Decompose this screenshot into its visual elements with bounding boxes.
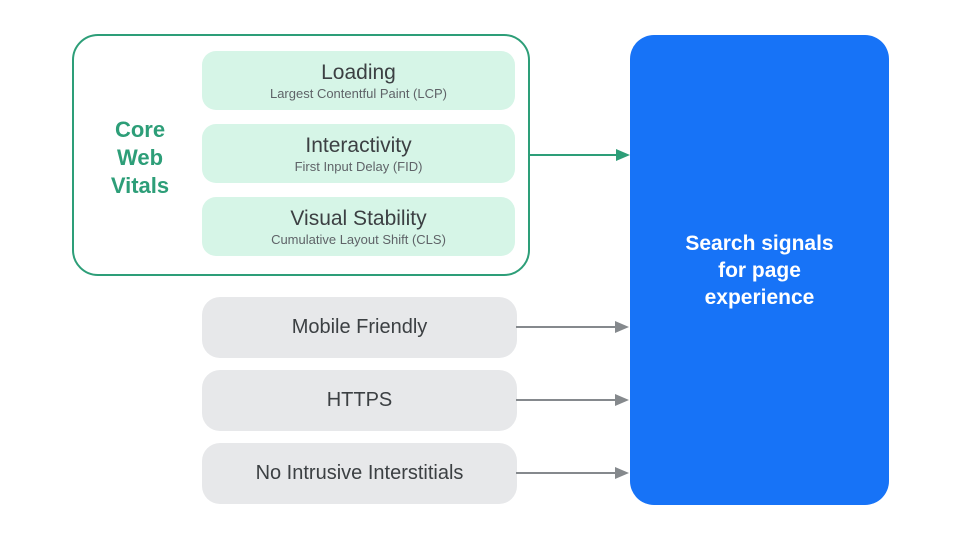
metric-title-loading: Loading [321,60,396,84]
core-web-vitals-label: Core Web Vitals [110,117,170,198]
signal-box-https: HTTPS [202,370,517,431]
metric-box-loading: Loading Largest Contentful Paint (LCP) [202,51,515,110]
arrow-right-icon-core-web-vitals [530,149,630,161]
metric-title-interactivity: Interactivity [305,133,412,157]
signal-label-https: HTTPS [326,389,393,411]
metric-subtitle-fid: First Input Delay (FID) [294,158,423,174]
signal-box-mobile-friendly: Mobile Friendly [202,297,517,358]
signal-label-mobile-friendly: Mobile Friendly [291,316,428,338]
result-box-label: Search signals for page experience [685,231,834,309]
metric-box-visual-stability: Visual Stability Cumulative Layout Shift… [202,197,515,256]
metric-subtitle-lcp: Largest Contentful Paint (LCP) [269,85,448,101]
metric-title-visual-stability: Visual Stability [290,206,427,230]
result-box-search-signals: Search signals for page experience [630,35,889,505]
arrow-right-icon-mobile-friendly [516,321,629,333]
metric-box-interactivity: Interactivity First Input Delay (FID) [202,124,515,183]
signal-label-no-intrusive-interstitials: No Intrusive Interstitials [255,462,464,484]
signal-box-no-intrusive-interstitials: No Intrusive Interstitials [202,443,517,504]
core-web-vitals-group-outline [72,34,530,276]
metric-subtitle-cls: Cumulative Layout Shift (CLS) [271,231,446,247]
arrow-right-icon-no-intrusive-interstitials [516,467,629,479]
arrow-right-icon-https [516,394,629,406]
